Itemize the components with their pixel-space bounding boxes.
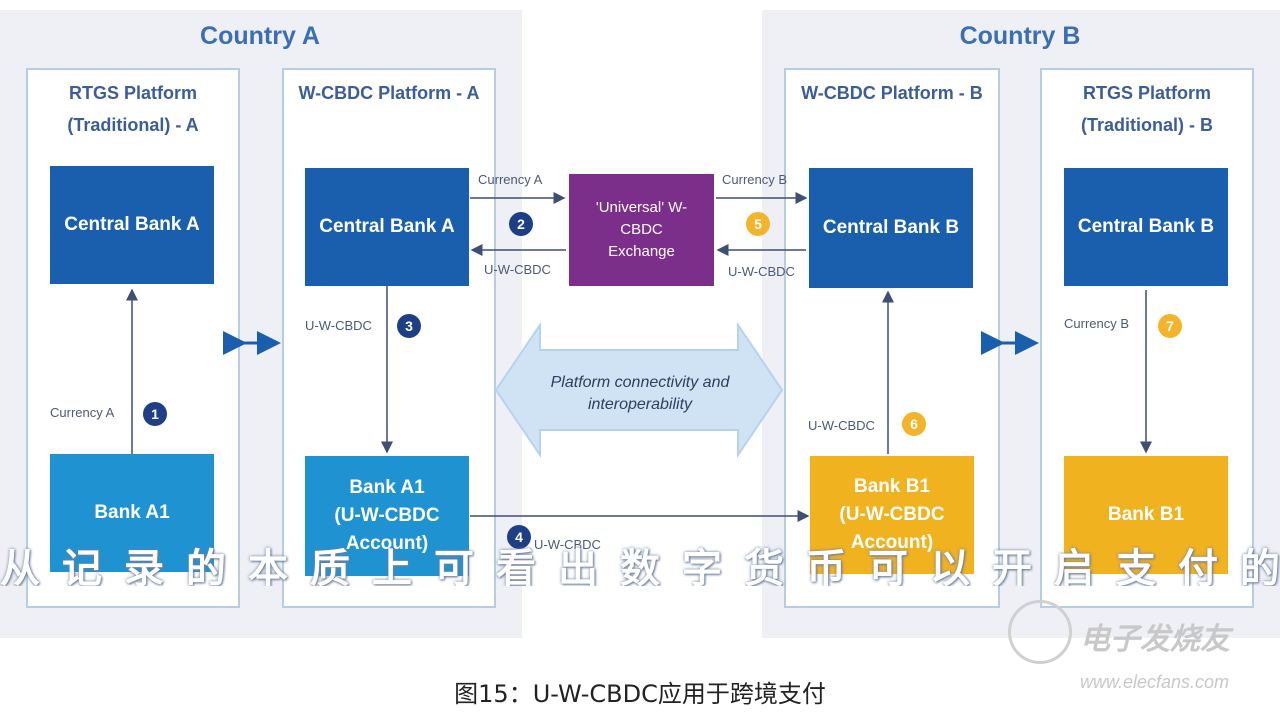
wcbdc-a-central-bank: Central Bank A bbox=[305, 168, 469, 286]
rtgs-b-bank-b1: Bank B1 bbox=[1064, 456, 1228, 574]
wcbdc-a-bank-line3: Account) bbox=[345, 533, 429, 554]
wcbdc-b-bank-b1: Bank B1 (U-W-CBDC Account) bbox=[810, 456, 974, 574]
label-currency-a-top: Currency A bbox=[478, 172, 543, 187]
overlay-banner: 从记录的本质上可看出数字货币可以开启支付的钱包新时代 bbox=[0, 547, 1280, 586]
watermark-name: 电子发烧友 bbox=[1080, 623, 1230, 656]
wcbdc-b-title: W-CBDC Platform - B bbox=[801, 83, 983, 103]
step-badge-2: 2 bbox=[509, 212, 533, 236]
rtgs-b-central-bank: Central Bank B bbox=[1064, 168, 1228, 286]
wcbdc-a-bank-a1: Bank A1 (U-W-CBDC Account) bbox=[305, 456, 469, 576]
label-currency-b-top: Currency B bbox=[722, 172, 788, 187]
wcbdc-a-title: W-CBDC Platform - A bbox=[298, 83, 480, 103]
label-currency-a-left: Currency A bbox=[50, 405, 115, 420]
label-uwcbdc-exchange-a: U-W-CBDC bbox=[484, 262, 551, 277]
interoperability-line2: interoperability bbox=[587, 396, 693, 413]
wcbdc-a-bank-line1: Bank A1 bbox=[349, 477, 425, 498]
rtgs-a-central-bank: Central Bank A bbox=[50, 166, 214, 284]
rtgs-b-title-line1: RTGS Platform bbox=[1082, 83, 1211, 103]
country-b-title: Country B bbox=[959, 22, 1081, 50]
wcbdc-b-central-bank: Central Bank B bbox=[809, 168, 973, 288]
rtgs-a-bank-a1: Bank A1 bbox=[50, 454, 214, 572]
exchange-line2: CBDC bbox=[620, 221, 663, 238]
figure-caption: 图15：U-W-CBDC应用于跨境支付 bbox=[454, 680, 826, 708]
rtgs-b-title-line2: (Traditional) - B bbox=[1081, 115, 1213, 135]
interoperability-line1: Platform connectivity and bbox=[550, 374, 730, 391]
label-uwcbdc-bottom: U-W-CBDC bbox=[534, 537, 601, 552]
exchange-line3: Exchange bbox=[608, 243, 675, 260]
wcbdc-b-bank-line1: Bank B1 bbox=[853, 476, 931, 497]
step-badge-1: 1 bbox=[143, 402, 167, 426]
interoperability-label: Platform connectivity and interoperabili… bbox=[530, 372, 750, 416]
country-a-title: Country A bbox=[200, 22, 320, 50]
interoperability-arrow bbox=[494, 321, 784, 459]
step-badge-7: 7 bbox=[1158, 314, 1182, 338]
step-badge-4: 4 bbox=[507, 525, 531, 549]
step-badge-3: 3 bbox=[397, 314, 421, 338]
step-badge-5: 5 bbox=[746, 212, 770, 236]
rtgs-a-title-line2: (Traditional) - A bbox=[67, 115, 199, 135]
label-uwcbdc-step3: U-W-CBDC bbox=[305, 318, 372, 333]
exchange-line1: 'Universal' W- bbox=[595, 199, 688, 216]
watermark-url: www.elecfans.com bbox=[1080, 672, 1230, 692]
wcbdc-a-bank-line2: (U-W-CBDC bbox=[334, 505, 440, 526]
wcbdc-b-bank-line3: Account) bbox=[850, 532, 934, 553]
wcbdc-b-bank-line2: (U-W-CBDC bbox=[839, 504, 945, 525]
step-badge-6: 6 bbox=[902, 412, 926, 436]
label-uwcbdc-exchange-b: U-W-CBDC bbox=[728, 264, 795, 279]
label-currency-b-right: Currency B bbox=[1064, 316, 1130, 331]
label-uwcbdc-step5: U-W-CBDC bbox=[808, 418, 875, 433]
rtgs-a-title-line1: RTGS Platform bbox=[68, 83, 197, 103]
watermark-logo-icon bbox=[1008, 600, 1072, 664]
universal-exchange: 'Universal' W- CBDC Exchange bbox=[569, 174, 714, 286]
